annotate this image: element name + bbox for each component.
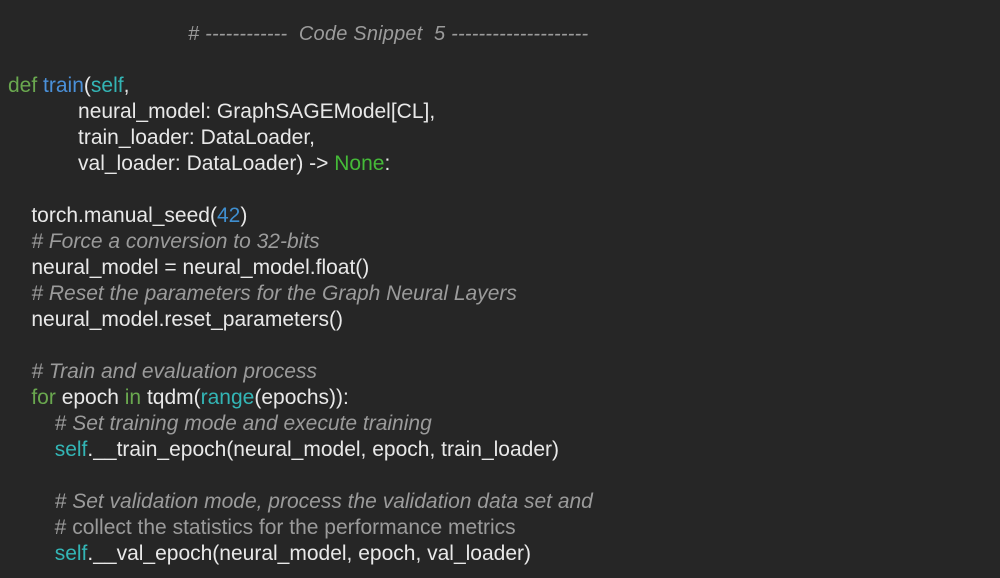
line-blank-2 <box>8 333 992 359</box>
line-comment-train-eval: # Train and evaluation process <box>8 359 992 385</box>
token-plain: neural_model: GraphSAGEModel[CL], <box>8 100 436 123</box>
token-comment-upright: # collect the statistics for the perform… <box>8 516 516 539</box>
line-reset-parameters: neural_model.reset_parameters() <box>8 307 992 333</box>
token-plain: neural_model.reset_parameters() <box>8 308 343 331</box>
token-plain <box>8 438 55 461</box>
token-none: None <box>334 152 385 175</box>
token-self: self <box>54 542 88 565</box>
token-plain: .__train_epoch(neural_model, epoch, trai… <box>87 438 560 461</box>
line-comment-collect-statistics: # collect the statistics for the perform… <box>8 515 992 541</box>
token-plain: val_loader: DataLoader) -> <box>8 152 335 175</box>
line-comment-reset-parameters: # Reset the parameters for the Graph Neu… <box>8 281 992 307</box>
token-plain <box>8 542 55 565</box>
token-comment: # Set validation mode, process the valid… <box>8 490 593 513</box>
code-block[interactable]: def train(self, neural_model: GraphSAGEM… <box>8 73 992 567</box>
line-call-val-epoch: self.__val_epoch(neural_model, epoch, va… <box>8 541 992 567</box>
token-comment: # Reset the parameters for the Graph Neu… <box>8 282 517 305</box>
token-kw: for <box>31 386 56 409</box>
token-plain: tqdm( <box>141 386 201 409</box>
snippet-title-comment: # ------------ Code Snippet 5 ----------… <box>188 23 589 45</box>
token-fn: train <box>43 74 84 97</box>
token-plain: (epochs)): <box>254 386 349 409</box>
token-plain: : <box>384 152 391 175</box>
token-plain: ) <box>240 204 248 227</box>
token-plain: neural_model = neural_model.float() <box>8 256 370 279</box>
token-self: self <box>90 74 124 97</box>
line-model-float: neural_model = neural_model.float() <box>8 255 992 281</box>
line-call-train-epoch: self.__train_epoch(neural_model, epoch, … <box>8 437 992 463</box>
line-param-val-loader: val_loader: DataLoader) -> None: <box>8 151 992 177</box>
token-comment: # Set training mode and execute training <box>8 412 432 435</box>
line-comment-set-training-mode: # Set training mode and execute training <box>8 411 992 437</box>
token-num: 42 <box>216 204 241 227</box>
line-comment-force-conversion: # Force a conversion to 32-bits <box>8 229 992 255</box>
line-blank-1 <box>8 177 992 203</box>
line-manual-seed: torch.manual_seed(42) <box>8 203 992 229</box>
token-comment: # Train and evaluation process <box>8 360 317 383</box>
line-for-epoch: for epoch in tqdm(range(epochs)): <box>8 385 992 411</box>
line-def-train: def train(self, <box>8 73 992 99</box>
token-plain: ( <box>83 74 91 97</box>
token-kw: def <box>8 74 38 97</box>
token-plain: train_loader: DataLoader, <box>8 126 316 149</box>
line-param-train-loader: train_loader: DataLoader, <box>8 125 992 151</box>
token-builtin: range <box>200 386 255 409</box>
token-comment: # Force a conversion to 32-bits <box>8 230 320 253</box>
token-plain <box>8 386 31 409</box>
token-plain: , <box>123 74 130 97</box>
token-self: self <box>54 438 88 461</box>
token-kw: in <box>124 386 142 409</box>
token-plain: .__val_epoch(neural_model, epoch, val_lo… <box>87 542 531 565</box>
line-comment-set-validation-mode: # Set validation mode, process the valid… <box>8 489 992 515</box>
line-blank-3 <box>8 463 992 489</box>
token-plain: epoch <box>55 386 125 409</box>
line-param-neural-model: neural_model: GraphSAGEModel[CL], <box>8 99 992 125</box>
token-plain: torch.manual_seed( <box>8 204 217 227</box>
